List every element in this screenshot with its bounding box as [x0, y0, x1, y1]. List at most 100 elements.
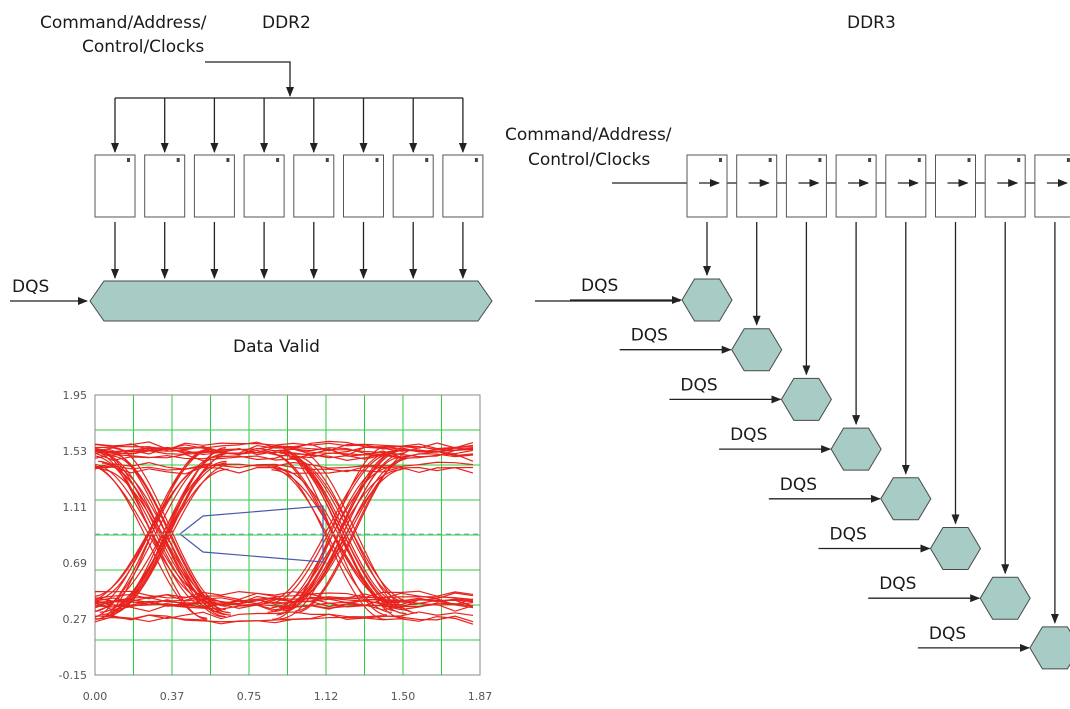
eye-trace-fall — [267, 466, 393, 613]
ddr3-chips — [686, 154, 1070, 218]
ddr3-dram-chip — [835, 154, 877, 218]
eye-trace-fall — [272, 465, 386, 620]
eye-grid — [95, 395, 480, 675]
ddr3-data-valid-hex — [929, 527, 982, 570]
ddr2-chip-body — [243, 154, 285, 218]
ddr3-dram-chip — [686, 154, 728, 218]
ddr3-chip-body — [785, 154, 827, 218]
eye-trace-fall — [99, 468, 229, 613]
eye-trace-rail — [95, 463, 474, 473]
ddr3-section: DDR3 Command/Address/ Control/Clocks DQS… — [505, 13, 1070, 670]
eye-trace-rail — [95, 590, 474, 599]
ddr3-dqs-label: DQS — [581, 276, 618, 296]
ddr3-data-strobe-group: DQS — [619, 222, 783, 372]
ddr2-title: DDR2 — [262, 13, 311, 33]
eye-x-tick-label: 1.12 — [314, 690, 339, 703]
eye-trace-fall — [288, 457, 400, 604]
ddr3-data-valid-hex — [731, 328, 783, 372]
eye-y-tick-label: 0.27 — [63, 613, 88, 626]
ddr3-data-strobe-group: DQS — [570, 222, 733, 322]
eye-trace-rail — [95, 447, 474, 456]
eye-x-tick-label: 0.37 — [160, 690, 185, 703]
ddr3-cmd-label-line1: Command/Address/ — [505, 125, 672, 145]
ddr2-cmd-feed-arrow — [205, 61, 294, 97]
ddr2-dram-chip — [193, 154, 235, 218]
ddr3-chip-body — [1034, 154, 1070, 218]
eye-y-ticks: 1.951.531.110.690.27-0.15 — [59, 389, 87, 682]
eye-trace-fall — [95, 449, 212, 600]
ddr3-dqs-label: DQS — [680, 375, 717, 395]
ddr3-dqs-label: DQS — [730, 425, 767, 445]
eye-y-tick-label: 0.69 — [63, 557, 88, 570]
ddr3-data-strobe-group: DQS — [818, 222, 982, 570]
ddr3-data-strobe-group: DQS — [719, 222, 882, 471]
ddr2-chip-pin1-mark — [176, 158, 180, 162]
eye-trace-fall — [282, 451, 396, 612]
ddr3-data-strobe-group: DQS — [768, 222, 932, 521]
ddr3-chip-body — [736, 154, 778, 218]
ddr2-chip-body — [392, 154, 434, 218]
ddr3-chip-body — [984, 154, 1026, 218]
ddr3-data-valid-hex — [780, 377, 832, 421]
ddr3-dqs-label: DQS — [631, 326, 668, 346]
ddr2-dram-chip — [243, 154, 285, 218]
ddr3-chip-pin1-mark — [917, 158, 921, 162]
eye-trace-fall — [95, 455, 220, 612]
ddr3-data-valid-hex — [681, 278, 733, 322]
ddr3-data-valid-hex — [1029, 626, 1070, 670]
ddr3-chip-pin1-mark — [768, 158, 772, 162]
ddr3-dram-chip — [885, 154, 927, 218]
ddr2-chip-pin1-mark — [474, 158, 478, 162]
eye-x-tick-label: 1.87 — [468, 690, 493, 703]
ddr3-chip-pin1-mark — [719, 158, 722, 162]
ddr2-dram-chip — [343, 154, 384, 218]
ddr3-data-valid-hex — [979, 576, 1031, 620]
ddr2-chip-pin1-mark — [375, 158, 379, 162]
ddr3-chip-body — [835, 154, 877, 218]
ddr3-dram-chip — [736, 154, 778, 218]
ddr3-chip-pin1-mark — [818, 158, 822, 162]
ddr3-cmd-label-line2: Control/Clocks — [528, 150, 650, 170]
ddr2-data-valid-bus — [89, 280, 493, 322]
ddr2-chip-pin1-mark — [226, 158, 230, 162]
ddr2-dram-chip — [144, 154, 186, 218]
ddr3-data-strobe-group: DQS — [868, 222, 1031, 620]
eye-y-tick-label: 1.11 — [63, 501, 88, 514]
ddr2-dram-chip — [392, 154, 434, 218]
eye-traces — [95, 440, 474, 625]
ddr2-chip-body — [94, 154, 136, 218]
ddr3-data-strobe-group: DQS — [669, 222, 832, 421]
eye-trace-fall — [269, 453, 393, 604]
ddr3-chip-pin1-mark — [1066, 158, 1070, 162]
ddr3-data-valid-hex — [830, 427, 882, 471]
ddr2-chips — [94, 154, 484, 218]
ddr2-chip-pin1-mark — [276, 158, 280, 162]
ddr2-dram-chip — [442, 154, 484, 218]
ddr3-data-valid-hex — [880, 477, 932, 521]
eye-trace-rail — [95, 592, 474, 601]
ddr2-chip-body — [343, 154, 384, 218]
ddr3-dqs-label: DQS — [879, 574, 916, 594]
eye-trace-fall — [109, 452, 231, 614]
ddr2-cmd-label-line1: Command/Address/ — [40, 13, 207, 33]
ddr3-dqs-label: DQS — [780, 475, 817, 495]
ddr2-chip-pin1-mark — [325, 158, 329, 162]
ddr3-strobes: DQS DQS DQS DQS DQS DQS DQS DQS — [570, 222, 1070, 670]
ddr2-chip-body — [293, 154, 335, 218]
ddr3-dqs-label: DQS — [830, 525, 867, 545]
eye-trace-rail — [95, 595, 474, 605]
ddr2-dram-chip — [94, 154, 136, 218]
eye-trace-rail — [95, 446, 474, 456]
ddr3-dqs-label: DQS — [929, 624, 966, 644]
eye-trace-rail — [95, 442, 474, 451]
ddr2-chip-body — [193, 154, 235, 218]
eye-trace-rail — [95, 443, 474, 452]
ddr2-chip-body — [442, 154, 484, 218]
ddr2-data-arrows — [111, 222, 467, 279]
eye-trace-rail — [95, 611, 474, 620]
eye-trace-fall — [95, 464, 208, 618]
ddr3-dram-chip — [935, 154, 976, 218]
